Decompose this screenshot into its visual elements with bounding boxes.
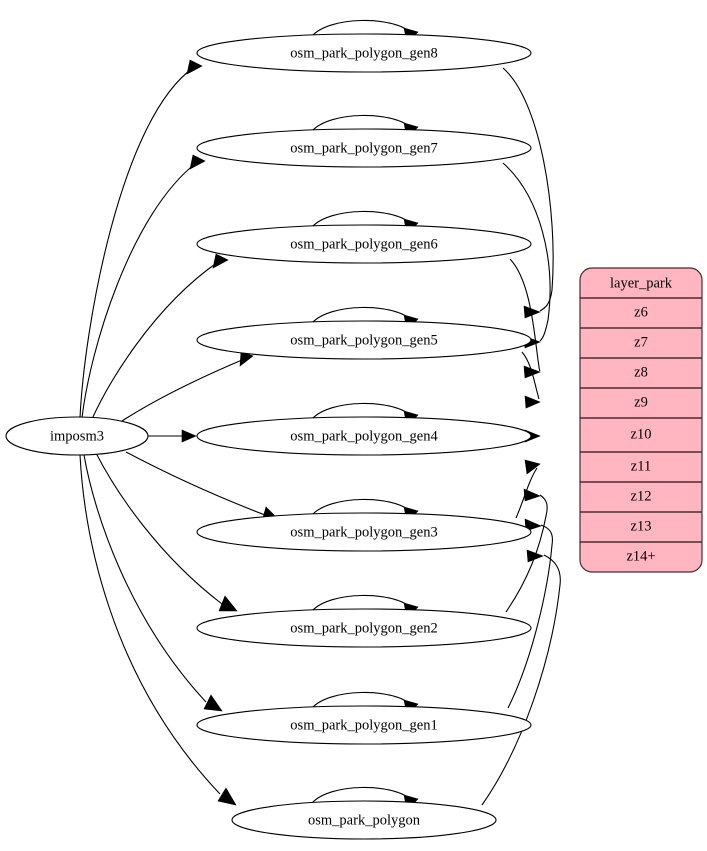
- edge-imposm3-to-gen6: [91, 261, 219, 420]
- layer-park-row-z8[interactable]: z8: [634, 364, 648, 380]
- layer-park-row-separators: [580, 297, 702, 543]
- layer-park-row-z7[interactable]: z7: [634, 334, 648, 350]
- gen5-ellipse[interactable]: [196, 320, 532, 360]
- layer-park-header-label: layer_park: [610, 275, 673, 291]
- node-gen3[interactable]: osm_park_polygon_gen3: [196, 512, 532, 552]
- edge-imposm3-to-gen5: [121, 359, 243, 422]
- self-loop-gen7: [311, 114, 411, 132]
- edge-gen2-to-z12: [505, 494, 548, 613]
- arrowhead-gen7: [189, 154, 206, 170]
- self-loop-gen8: [311, 19, 411, 37]
- arrowhead-gen6: [212, 253, 229, 269]
- gen4-ellipse[interactable]: [196, 416, 532, 456]
- edge-gen7-to-z7: [502, 162, 551, 342]
- base-ellipse[interactable]: [231, 800, 497, 840]
- gen7-label: osm_park_polygon_gen7: [290, 140, 437, 156]
- arrowhead-z12: [523, 488, 541, 502]
- layer-park-row-z13[interactable]: z13: [631, 518, 652, 534]
- gen3-label: osm_park_polygon_gen3: [290, 524, 437, 540]
- self-loop-gen6: [311, 210, 411, 228]
- edge-imposm3-to-gen7: [81, 162, 197, 419]
- arrowhead-gen1: [203, 694, 223, 712]
- gen2-label: osm_park_polygon_gen2: [290, 620, 437, 636]
- layer-park-row-z10[interactable]: z10: [631, 426, 652, 442]
- node-gen5[interactable]: osm_park_polygon_gen5: [196, 320, 532, 360]
- node-gen4[interactable]: osm_park_polygon_gen4: [196, 416, 532, 456]
- node-layer-park[interactable]: layer_park z6 z7 z8 z9 z10 z11 z12 z13 z…: [579, 267, 703, 573]
- edge-gen5-to-z9: [521, 351, 540, 400]
- layer-park-row-z11[interactable]: z11: [631, 458, 651, 474]
- layer-park-row-z12[interactable]: z12: [631, 488, 652, 504]
- self-loop-gen3: [311, 498, 411, 516]
- imposm3-ellipse[interactable]: [5, 416, 149, 456]
- arrowhead-gen8: [186, 59, 203, 75]
- arrowhead-gen4: [181, 429, 197, 443]
- self-loop-gen5: [311, 306, 411, 324]
- node-imposm3[interactable]: imposm3: [5, 416, 149, 456]
- edge-imposm3-to-base: [79, 454, 221, 795]
- node-gen2[interactable]: osm_park_polygon_gen2: [196, 608, 532, 648]
- layer-park-row-z14plus[interactable]: z14+: [626, 548, 655, 564]
- edge-imposm3-to-gen1: [83, 454, 207, 703]
- node-osm-park-polygon[interactable]: osm_park_polygon: [231, 800, 497, 840]
- gen1-ellipse[interactable]: [196, 705, 532, 745]
- edge-gen1-to-z13: [507, 524, 553, 709]
- arrowhead-z14plus: [526, 549, 544, 563]
- edge-imposm3-to-gen8: [79, 67, 194, 419]
- imposm3-label: imposm3: [50, 428, 104, 444]
- self-loop-gen2: [311, 594, 411, 612]
- arrowhead-base: [217, 787, 237, 806]
- layer-park-row-z6[interactable]: z6: [634, 304, 648, 320]
- layer-park-body[interactable]: [579, 267, 703, 573]
- gen7-ellipse[interactable]: [196, 128, 532, 168]
- edge-gen6-to-z8: [509, 258, 541, 372]
- base-label: osm_park_polygon: [308, 812, 421, 828]
- gen8-label: osm_park_polygon_gen8: [290, 45, 437, 61]
- arrowhead-z13: [524, 518, 542, 532]
- layer-park-row-z9[interactable]: z9: [634, 394, 648, 410]
- gen1-label: osm_park_polygon_gen1: [290, 717, 437, 733]
- arrowhead-z9: [524, 395, 541, 409]
- node-gen6[interactable]: osm_park_polygon_gen6: [196, 224, 532, 264]
- gen6-ellipse[interactable]: [196, 224, 532, 264]
- gen2-ellipse[interactable]: [196, 608, 532, 648]
- edge-gen8-to-z6: [502, 67, 554, 312]
- arrowhead-z11: [524, 459, 541, 475]
- gen4-label: osm_park_polygon_gen4: [290, 428, 438, 444]
- gen3-ellipse[interactable]: [196, 512, 532, 552]
- self-loop-gen1: [311, 691, 411, 709]
- gen5-label: osm_park_polygon_gen5: [290, 332, 437, 348]
- gen6-label: osm_park_polygon_gen6: [290, 236, 437, 252]
- node-gen8[interactable]: osm_park_polygon_gen8: [196, 33, 532, 73]
- gen8-ellipse[interactable]: [196, 33, 532, 73]
- edges-to-layer-park: [481, 67, 561, 806]
- arrowhead-gen2: [218, 595, 238, 612]
- edge-base-to-z14plus: [481, 554, 561, 806]
- arrowhead-z6: [523, 305, 541, 319]
- self-loop-gen4: [311, 402, 411, 420]
- edge-imposm3-to-gen3: [125, 451, 266, 516]
- node-gen1[interactable]: osm_park_polygon_gen1: [196, 705, 532, 745]
- edge-imposm3-to-gen2: [95, 452, 223, 605]
- node-gen7[interactable]: osm_park_polygon_gen7: [196, 128, 532, 168]
- self-loop-base: [311, 786, 411, 804]
